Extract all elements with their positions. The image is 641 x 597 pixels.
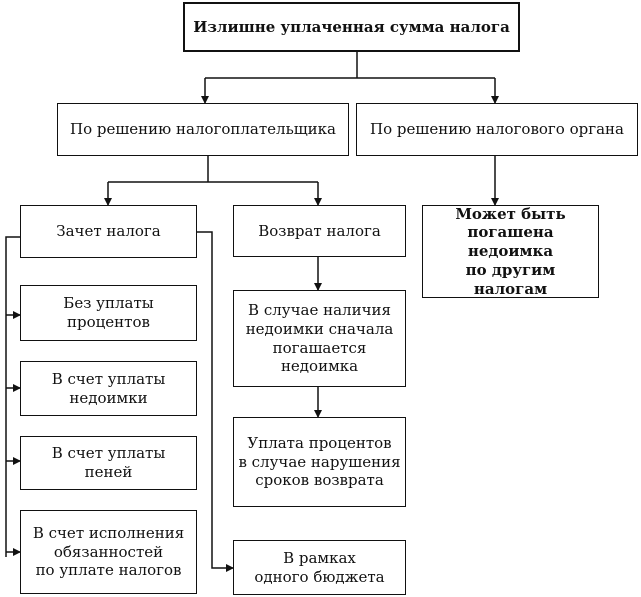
arrears-payment-box: В счет уплаты недоимки (20, 361, 197, 416)
arrears-repaid-box: Может быть погашена недоимка по другим н… (422, 205, 599, 298)
arrears-first-box: В случае наличия недоимки сначала погаша… (233, 290, 406, 387)
by-tax-authority-box: По решению налогового органа (356, 103, 638, 156)
single-budget-box: В рамках одного бюджета (233, 540, 406, 595)
arrears-repaid-label: Может быть погашена недоимка по другим н… (455, 204, 566, 298)
by-tax-authority-label: По решению налогового органа (370, 120, 624, 139)
root-label: Излишне уплаченная сумма налога (193, 17, 510, 36)
arrears-first-label: В случае наличия недоимки сначала погаша… (245, 301, 394, 376)
tax-obligations-box: В счет исполнения обязанностей по уплате… (20, 510, 197, 594)
by-taxpayer-label: По решению налогоплательщика (70, 120, 336, 139)
tax-obligations-label: В счет исполнения обязанностей по уплате… (32, 523, 185, 580)
no-interest-box: Без уплаты процентов (20, 285, 197, 341)
offset-left-rail (5, 236, 20, 557)
refund-label: Возврат налога (258, 221, 381, 240)
interest-payment-label: Уплата процентов в случае нарушения срок… (238, 433, 401, 490)
offset-label: Зачет налога (56, 222, 161, 241)
penalties-payment-box: В счет уплаты пеней (20, 436, 197, 490)
single-budget-label: В рамках одного бюджета (254, 548, 385, 586)
arrears-payment-label: В счет уплаты недоимки (51, 369, 166, 407)
penalties-payment-label: В счет уплаты пеней (51, 444, 166, 481)
by-taxpayer-box: По решению налогоплательщика (57, 103, 349, 156)
no-interest-label: Без уплаты процентов (63, 294, 154, 331)
offset-right-rail (197, 231, 234, 572)
root-box: Излишне уплаченная сумма налога (183, 2, 520, 52)
offset-box: Зачет налога (20, 205, 197, 258)
interest-payment-box: Уплата процентов в случае нарушения срок… (233, 417, 406, 507)
refund-box: Возврат налога (233, 205, 406, 257)
